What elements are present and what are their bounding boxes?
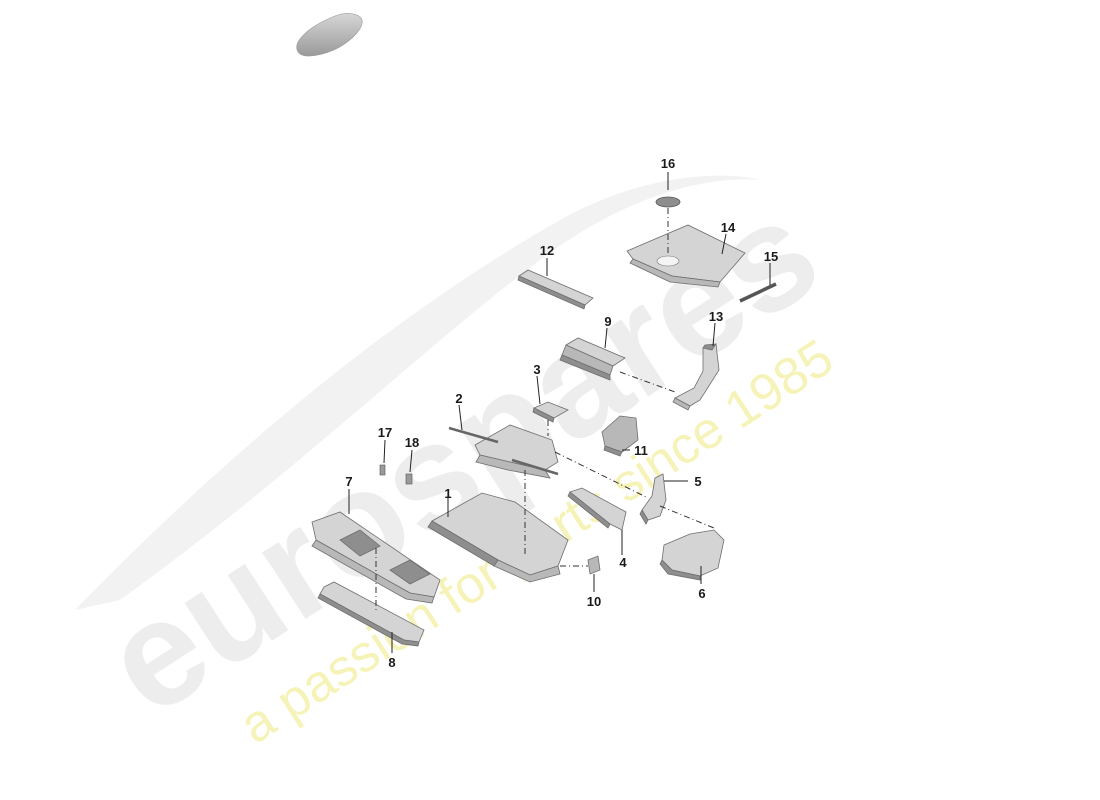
callout-17: 17	[378, 425, 392, 440]
part-6-sill	[659, 529, 725, 581]
callout-labels: 16 14 15 12 9 13 3 2 11 5 4 6 1 7 8 10 1…	[345, 156, 778, 670]
part-4-brace	[567, 487, 627, 531]
callout-16: 16	[661, 156, 675, 171]
part-8-rear-rail	[317, 581, 425, 647]
part-10-clip	[587, 555, 601, 575]
part-16-cap	[655, 196, 681, 208]
callout-13: 13	[709, 309, 723, 324]
car-silhouette-icon	[296, 13, 363, 57]
part-12-channel	[517, 269, 594, 310]
part-17-clip	[379, 464, 386, 476]
callout-3: 3	[533, 362, 540, 377]
part-9-crossmember	[559, 337, 626, 381]
callout-6: 6	[698, 586, 705, 601]
part-5-bracket	[639, 473, 667, 525]
part-1-main-floor	[427, 492, 569, 583]
part-11-bracket	[601, 415, 639, 457]
callout-7: 7	[345, 474, 352, 489]
part-15-rod	[739, 282, 777, 303]
callout-8: 8	[388, 655, 395, 670]
callout-1: 1	[444, 486, 451, 501]
part-14-floor-panel	[626, 224, 746, 288]
callout-9: 9	[604, 314, 611, 329]
callout-5: 5	[694, 474, 701, 489]
watermark-swoosh	[75, 175, 760, 610]
callout-12: 12	[540, 243, 554, 258]
callout-4: 4	[619, 555, 627, 570]
callout-15: 15	[764, 249, 778, 264]
part-3-bracket	[532, 401, 569, 423]
callout-10: 10	[587, 594, 601, 609]
callout-2: 2	[455, 391, 462, 406]
callout-11: 11	[634, 443, 648, 458]
part-7-rear-panel	[311, 511, 441, 604]
part-2-center-floor	[448, 424, 559, 479]
callout-leaders	[348, 172, 771, 653]
callout-18: 18	[405, 435, 419, 450]
part-18-clip	[405, 473, 413, 485]
callout-14: 14	[721, 220, 736, 235]
assembly-lines	[375, 208, 715, 612]
